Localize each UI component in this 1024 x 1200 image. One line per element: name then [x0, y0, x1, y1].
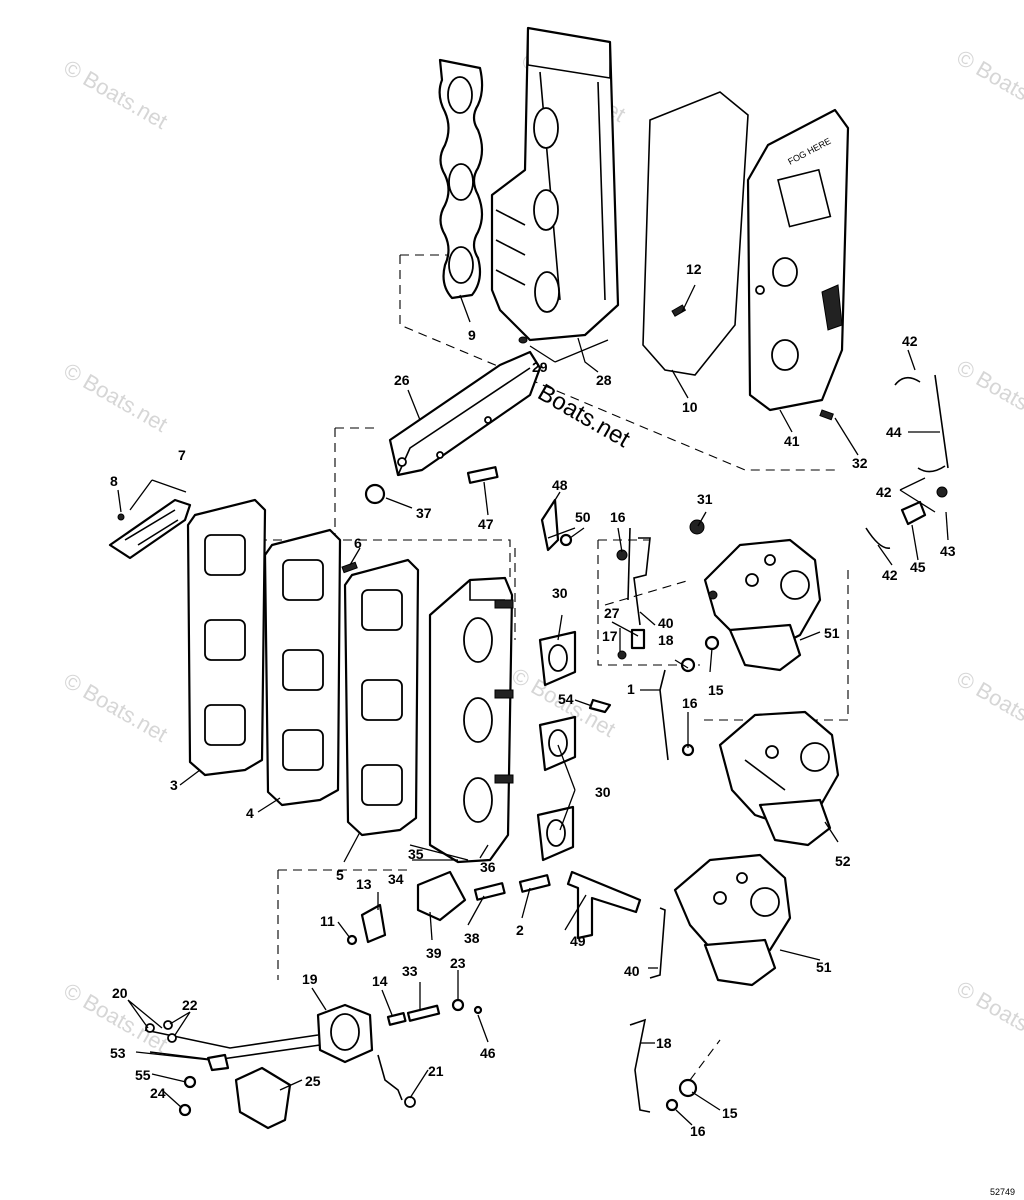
callout-16: 16 [610, 509, 626, 525]
small-fasteners [145, 304, 834, 1117]
part-30-carb-gaskets [536, 630, 577, 862]
part-28-intake-manifold [490, 26, 620, 344]
callout-2: 2 [516, 922, 524, 938]
callout-31: 31 [697, 491, 713, 507]
callout-40: 40 [658, 615, 674, 631]
callout-53: 53 [110, 1045, 126, 1061]
callout-39: 39 [426, 945, 442, 961]
callout-32: 32 [852, 455, 868, 471]
callout-26: 26 [394, 372, 410, 388]
watermark-text: © Boats.net [60, 668, 172, 747]
part-4-reed-plate [263, 528, 342, 807]
part-10-cover-gasket [642, 91, 749, 376]
callout-41: 41 [784, 433, 800, 449]
callout-28: 28 [596, 372, 612, 388]
watermark-text: © Boats.net [953, 666, 1024, 745]
part-51-carburetor-top [703, 538, 822, 672]
callout-18: 18 [658, 632, 674, 648]
callout-14: 14 [372, 973, 388, 989]
watermark-text: © Boats.net [953, 355, 1024, 434]
watermark-text: © Boats.net [60, 55, 172, 134]
callout-labels: 9 29 28 10 12 41 32 26 7 8 37 47 6 3 4 5… [110, 261, 956, 1139]
part-49-hose [566, 870, 642, 940]
callout-33: 33 [402, 963, 418, 979]
leader-lines [117, 284, 949, 1126]
callout-25: 25 [305, 1073, 321, 1089]
callout-51: 51 [824, 625, 840, 641]
callout-51: 51 [816, 959, 832, 975]
callout-13: 13 [356, 876, 372, 892]
callout-42: 42 [902, 333, 918, 349]
assembly-guide-lines [228, 254, 849, 1081]
part-44-fuel-line [865, 374, 949, 549]
callout-30: 30 [552, 585, 568, 601]
diagram-number: 52749 [990, 1187, 1015, 1197]
callout-49: 49 [570, 933, 586, 949]
callout-29: 29 [532, 359, 548, 375]
callout-23: 23 [450, 955, 466, 971]
callout-37: 37 [416, 505, 432, 521]
callout-16: 16 [690, 1123, 706, 1139]
part-5-reed-gasket [343, 558, 420, 837]
callout-45: 45 [910, 559, 926, 575]
callout-4: 4 [246, 805, 254, 821]
callout-12: 12 [686, 261, 702, 277]
watermark-text: © Boats.net [953, 976, 1024, 1055]
callout-18: 18 [656, 1035, 672, 1051]
watermark-text: © Boats.net [60, 358, 172, 437]
callout-20: 20 [112, 985, 128, 1001]
callout-42: 42 [876, 484, 892, 500]
callout-9: 9 [468, 327, 476, 343]
callout-42: 42 [882, 567, 898, 583]
callout-8: 8 [110, 473, 118, 489]
callout-16: 16 [682, 695, 698, 711]
part-7-reed-block [108, 498, 192, 560]
callout-7: 7 [178, 447, 186, 463]
callout-50: 50 [575, 509, 591, 525]
callout-21: 21 [428, 1063, 444, 1079]
callout-55: 55 [135, 1067, 151, 1083]
callout-15: 15 [708, 682, 724, 698]
callout-15: 15 [722, 1105, 738, 1121]
part-41-intake-cover: FOG HERE [746, 108, 850, 412]
part-52-carburetor-middle [718, 710, 840, 847]
callout-19: 19 [302, 971, 318, 987]
callout-1: 1 [627, 681, 635, 697]
callout-44: 44 [886, 424, 902, 440]
callout-30: 30 [595, 784, 611, 800]
watermark-text: © Boats.net [953, 45, 1024, 124]
part-36-intake-housing [428, 576, 514, 864]
callout-5: 5 [336, 867, 344, 883]
part-51-carburetor-bottom [673, 853, 792, 987]
callout-11: 11 [320, 913, 335, 929]
callout-48: 48 [552, 477, 568, 493]
callout-10: 10 [682, 399, 698, 415]
callout-24: 24 [150, 1085, 166, 1101]
callout-43: 43 [940, 543, 956, 559]
callout-47: 47 [478, 516, 494, 532]
callout-52: 52 [835, 853, 851, 869]
callout-3: 3 [170, 777, 178, 793]
callout-46: 46 [480, 1045, 496, 1061]
callout-6: 6 [354, 535, 362, 551]
callout-27: 27 [604, 605, 620, 621]
callout-40: 40 [624, 963, 640, 979]
part-3-reed-gasket [186, 498, 267, 777]
part-26-manifold-rail [388, 350, 542, 477]
part-9-gasket [438, 58, 484, 300]
callout-34: 34 [388, 871, 404, 887]
part-25-bracket-cover [234, 1066, 292, 1130]
callout-54: 54 [558, 691, 574, 707]
callout-17: 17 [602, 628, 618, 644]
callout-38: 38 [464, 930, 480, 946]
callout-35: 35 [408, 846, 424, 862]
callout-22: 22 [182, 997, 198, 1013]
callout-36: 36 [480, 859, 496, 875]
